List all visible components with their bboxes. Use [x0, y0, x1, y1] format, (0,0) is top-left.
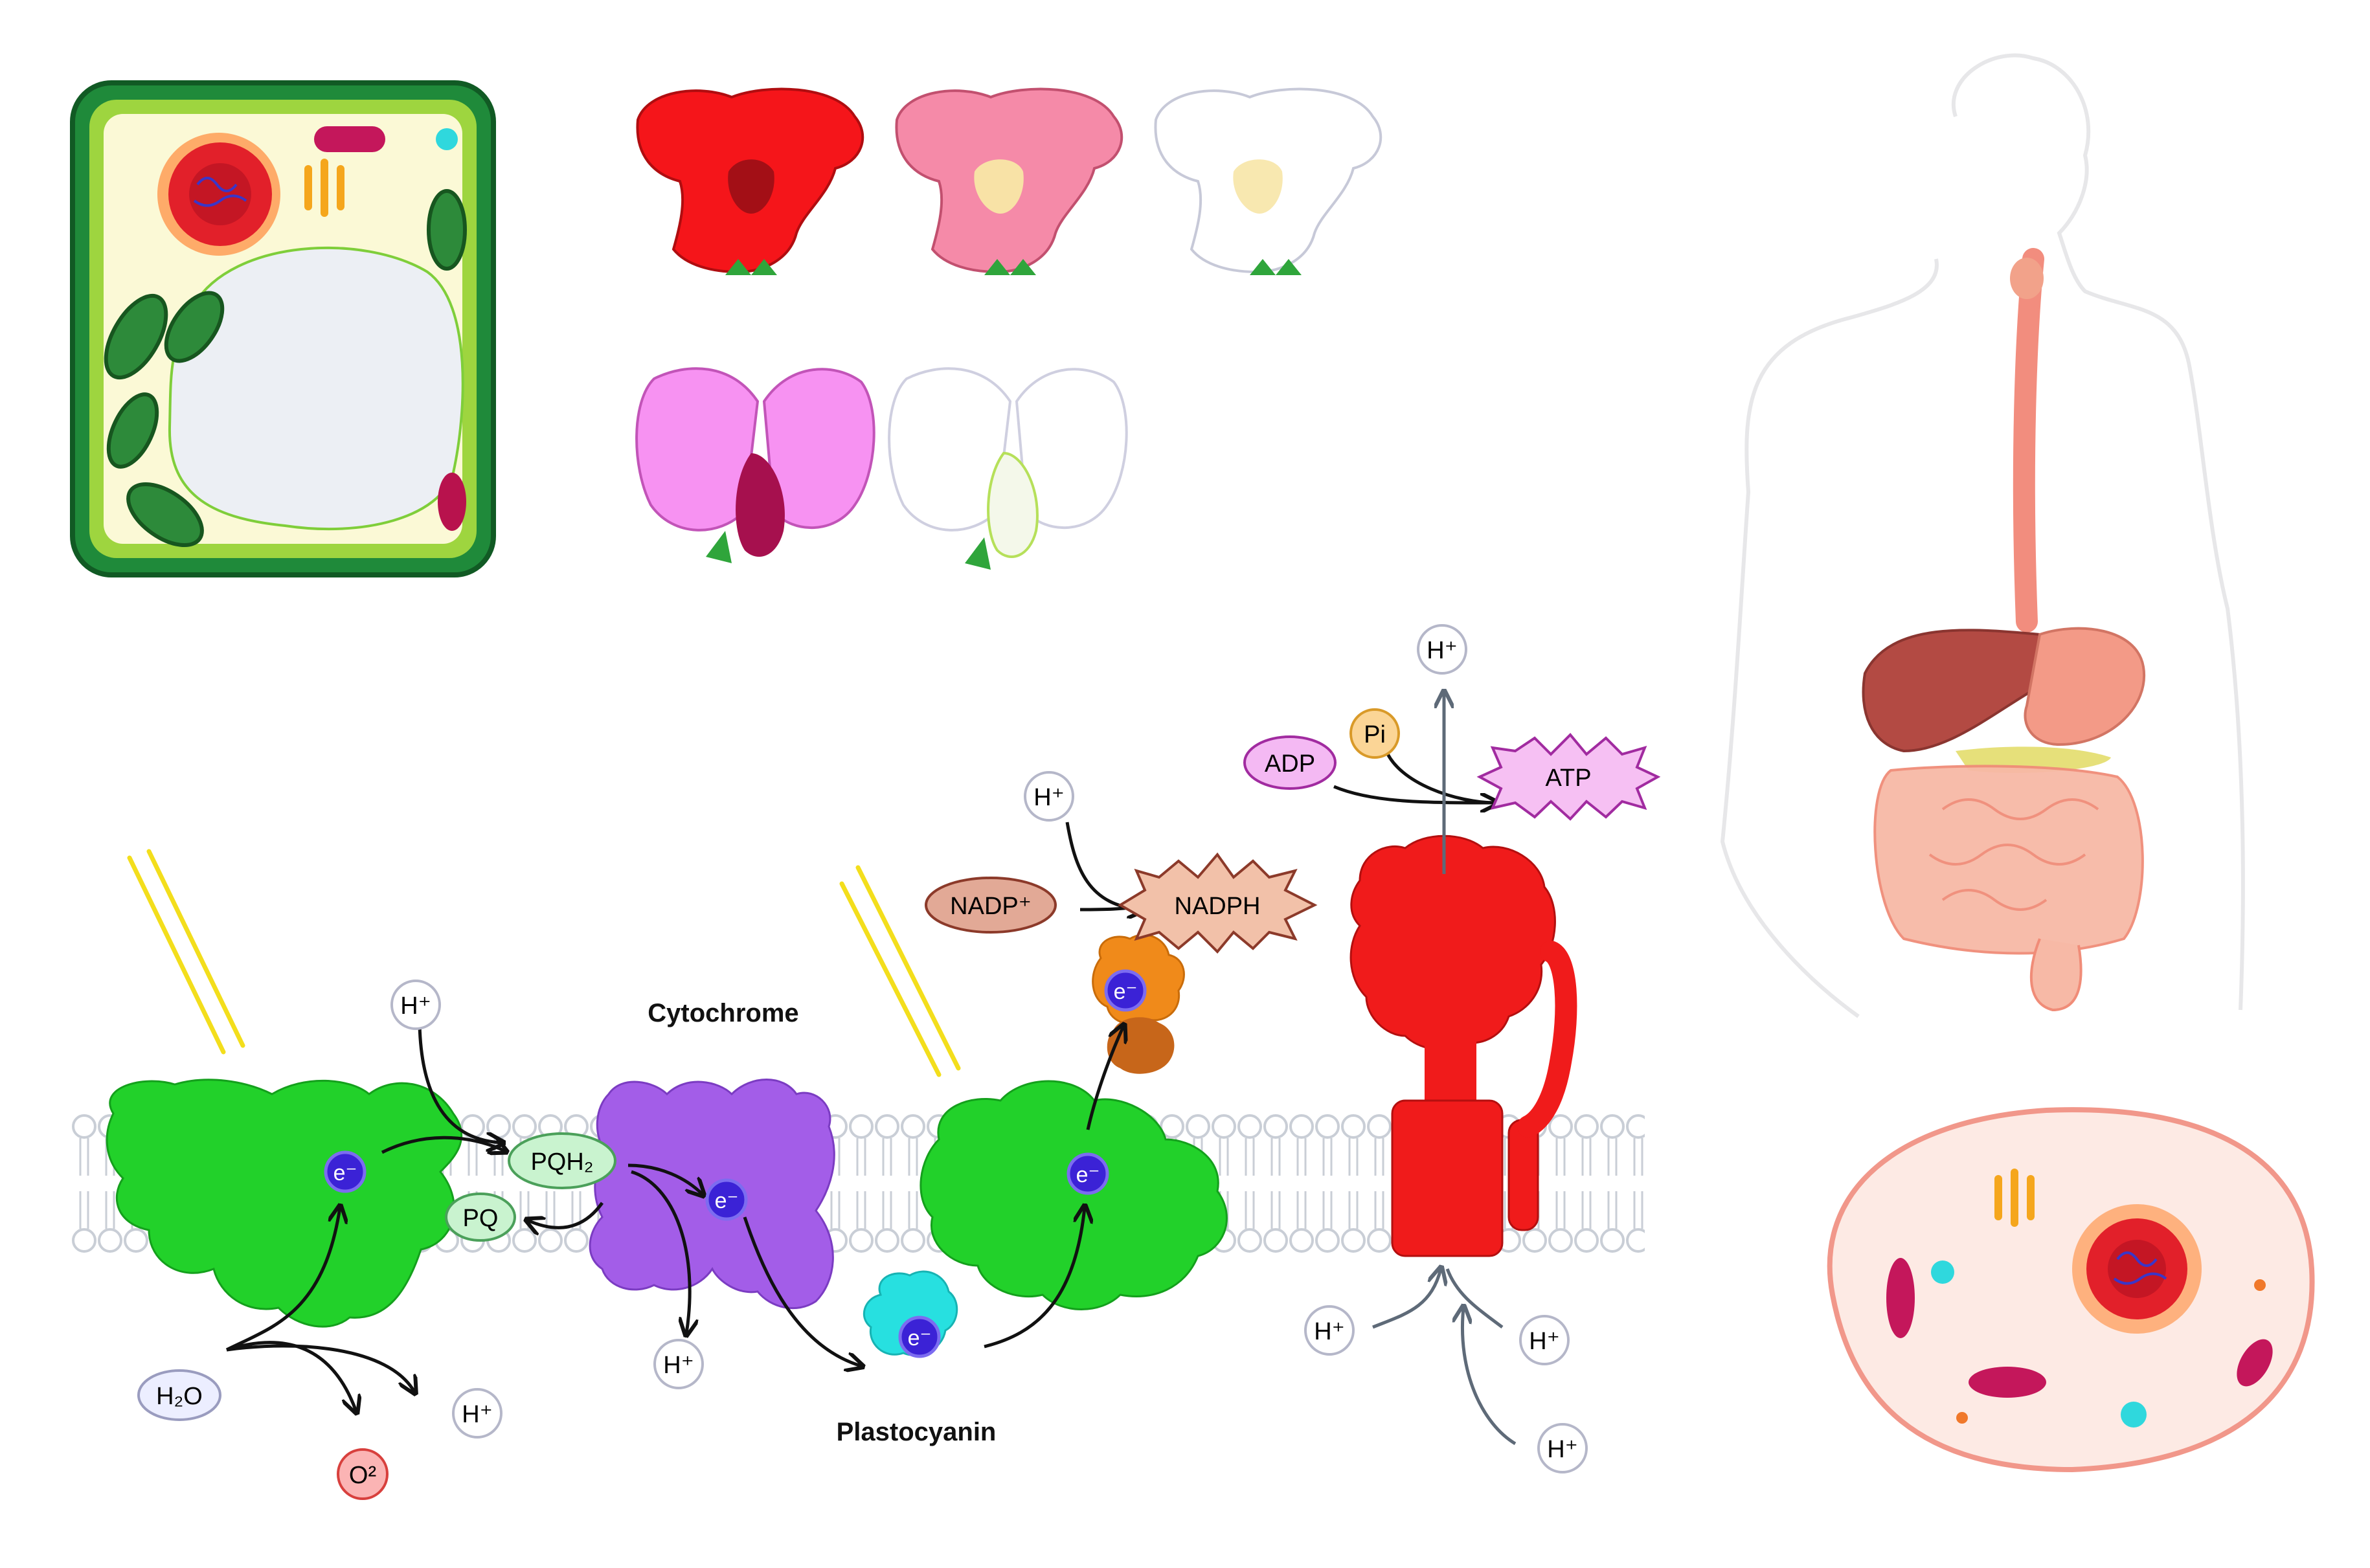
photosystem-ii: [106, 1079, 463, 1328]
svg-text:H⁺: H⁺: [663, 1352, 694, 1379]
proton-badge: H⁺: [1537, 1423, 1588, 1473]
pq-badge: PQ: [445, 1193, 516, 1242]
proton-badge: H⁺: [1519, 1315, 1570, 1365]
snapdragon-red-icon: [636, 87, 864, 275]
svg-text:ADP: ADP: [1265, 750, 1315, 778]
adp-badge: ADP: [1243, 735, 1337, 790]
snapdragon-white-icon: [1154, 87, 1382, 275]
atp-synthase: [1349, 834, 1577, 1257]
svg-text:H⁺: H⁺: [400, 992, 431, 1020]
sweet-pea-white-icon: [888, 367, 1128, 570]
svg-text:e⁻: e⁻: [1076, 1163, 1100, 1187]
plant-cell-icon: [70, 80, 496, 577]
human-digestive-system-icon: [1720, 53, 2245, 1018]
cytochrome-label: Cytochrome: [648, 999, 798, 1027]
nadph-badge: NADPH: [1118, 852, 1318, 954]
svg-text:H⁺: H⁺: [1314, 1318, 1345, 1345]
atp-badge: ATP: [1476, 733, 1661, 821]
svg-text:PQH₂: PQH₂: [530, 1148, 593, 1176]
proton-badge: H⁺: [1417, 624, 1467, 675]
svg-text:H⁺: H⁺: [1529, 1328, 1560, 1355]
snapdragon-pink-icon: [895, 87, 1123, 275]
svg-text:PQ: PQ: [463, 1205, 499, 1232]
svg-text:e⁻: e⁻: [715, 1189, 739, 1213]
animal-cell-icon: [1827, 1107, 2315, 1473]
plastocyanin-label: Plastocyanin: [837, 1418, 997, 1446]
svg-text:O²: O²: [349, 1462, 376, 1489]
proton-flow-arrows: [1372, 693, 1517, 1446]
electron-badge: e⁻: [705, 1178, 748, 1221]
electron-badge: e⁻: [898, 1316, 941, 1358]
pqh2-badge: PQH₂: [508, 1132, 616, 1189]
pi-badge: Pi: [1349, 708, 1400, 759]
svg-text:ATP: ATP: [1545, 765, 1591, 792]
light-rays-icon: [127, 849, 961, 1077]
svg-text:e⁻: e⁻: [333, 1161, 357, 1185]
proton-badge: H⁺: [390, 980, 441, 1030]
svg-text:Pi: Pi: [1364, 721, 1386, 748]
electron-badge: e⁻: [1104, 969, 1147, 1012]
proton-badge: H⁺: [1024, 771, 1074, 822]
svg-text:H⁺: H⁺: [1427, 637, 1458, 664]
svg-text:e⁻: e⁻: [908, 1326, 932, 1350]
svg-text:NADP⁺: NADP⁺: [950, 893, 1032, 920]
proton-badge: H⁺: [452, 1388, 502, 1439]
proton-badge: H⁺: [653, 1339, 704, 1389]
svg-text:e⁻: e⁻: [1114, 980, 1138, 1004]
electron-badge: e⁻: [1066, 1152, 1109, 1195]
sweet-pea-pink-icon: [635, 367, 875, 563]
svg-text:H⁺: H⁺: [462, 1401, 493, 1428]
electron-flow-arrows: [225, 749, 1496, 1411]
oxygen-badge: O²: [337, 1448, 389, 1500]
svg-text:NADPH: NADPH: [1174, 893, 1260, 920]
proton-badge: H⁺: [1304, 1305, 1355, 1356]
svg-text:H₂O: H₂O: [156, 1383, 203, 1410]
electron-badge: e⁻: [324, 1150, 367, 1193]
svg-text:H⁺: H⁺: [1547, 1436, 1578, 1463]
photosystem-i: [920, 1080, 1228, 1310]
water-badge: H₂O: [137, 1369, 221, 1421]
svg-text:H⁺: H⁺: [1033, 784, 1065, 811]
nadp-badge: NADP⁺: [925, 877, 1057, 934]
